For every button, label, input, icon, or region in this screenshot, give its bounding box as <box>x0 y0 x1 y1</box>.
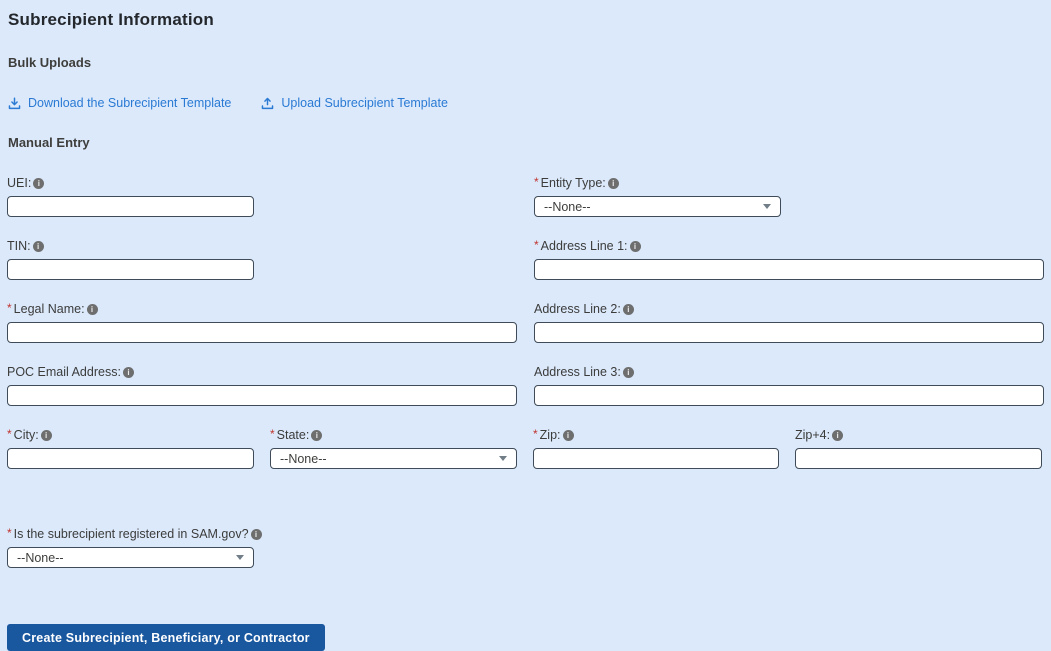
entity-type-field-block: * Entity Type: i --None-- <box>534 175 1044 217</box>
legal-name-field-block: * Legal Name: i <box>7 301 517 343</box>
info-icon[interactable]: i <box>40 429 52 441</box>
address-line-1-input[interactable] <box>534 259 1044 280</box>
tin-label: TIN: i <box>7 239 517 253</box>
poc-email-label: POC Email Address: i <box>7 365 517 379</box>
legal-name-label: * Legal Name: i <box>7 301 517 316</box>
address-line-1-label: * Address Line 1: i <box>534 238 1044 253</box>
entity-type-select[interactable]: --None-- <box>534 196 781 217</box>
sam-registered-field-block: * Is the subrecipient registered in SAM.… <box>7 526 1044 568</box>
city-field-block: * City: i <box>7 427 254 469</box>
tin-field-block: TIN: i <box>7 239 517 280</box>
chevron-down-icon <box>499 456 507 461</box>
required-marker: * <box>533 427 538 441</box>
state-field-block: * State: i --None-- <box>270 427 517 469</box>
city-label: * City: i <box>7 427 254 442</box>
info-icon[interactable]: i <box>607 177 619 189</box>
required-marker: * <box>270 427 275 441</box>
address-line-1-field-block: * Address Line 1: i <box>534 238 1044 280</box>
info-icon[interactable]: i <box>629 240 641 252</box>
upload-template-label: Upload Subrecipient Template <box>281 96 448 110</box>
create-subrecipient-button[interactable]: Create Subrecipient, Beneficiary, or Con… <box>7 624 325 651</box>
state-select[interactable]: --None-- <box>270 448 517 469</box>
city-input[interactable] <box>7 448 254 469</box>
zip-input[interactable] <box>533 448 779 469</box>
chevron-down-icon <box>763 204 771 209</box>
entity-type-selected-value: --None-- <box>544 199 591 214</box>
address-line-3-field-block: Address Line 3: i <box>534 365 1044 406</box>
page-title: Subrecipient Information <box>8 10 214 29</box>
required-marker: * <box>7 301 12 315</box>
info-icon[interactable]: i <box>32 240 44 252</box>
entity-type-label: * Entity Type: i <box>534 175 1044 190</box>
info-icon[interactable]: i <box>622 303 634 315</box>
manual-entry-form: UEI: i * Entity Type: i --None-- TIN: i <box>7 175 1044 406</box>
poc-email-field-block: POC Email Address: i <box>7 365 517 406</box>
address-line-2-label: Address Line 2: i <box>534 302 1044 316</box>
download-template-link[interactable]: Download the Subrecipient Template <box>8 96 231 110</box>
info-icon[interactable]: i <box>122 366 134 378</box>
poc-email-input[interactable] <box>7 385 517 406</box>
address-line-2-input[interactable] <box>534 322 1044 343</box>
manual-entry-heading: Manual Entry <box>8 135 90 150</box>
download-icon <box>8 96 21 110</box>
upload-template-link[interactable]: Upload Subrecipient Template <box>261 96 448 110</box>
zip-field-block: * Zip: i <box>533 427 779 469</box>
city-state-zip-row: * City: i * State: i --None-- * Zip: i <box>7 427 1044 469</box>
zip4-field-block: Zip+4: i <box>795 428 1042 469</box>
info-icon[interactable]: i <box>622 366 634 378</box>
uei-input[interactable] <box>7 196 254 217</box>
required-marker: * <box>534 238 539 252</box>
bulk-uploads-heading: Bulk Uploads <box>8 55 92 70</box>
download-template-label: Download the Subrecipient Template <box>28 96 232 110</box>
info-icon[interactable]: i <box>86 303 98 315</box>
uei-field-block: UEI: i <box>7 176 517 217</box>
required-marker: * <box>534 175 539 189</box>
state-label: * State: i <box>270 427 517 442</box>
zip-label: * Zip: i <box>533 427 779 442</box>
required-marker: * <box>7 526 12 540</box>
chevron-down-icon <box>236 555 244 560</box>
info-icon[interactable]: i <box>311 429 323 441</box>
zip4-input[interactable] <box>795 448 1042 469</box>
sam-registered-label: * Is the subrecipient registered in SAM.… <box>7 526 1044 541</box>
subrecipient-information-page: Subrecipient Information Bulk Uploads Do… <box>7 10 1044 651</box>
address-line-2-field-block: Address Line 2: i <box>534 302 1044 343</box>
state-selected-value: --None-- <box>280 451 327 466</box>
uei-label: UEI: i <box>7 176 517 190</box>
sam-registered-selected-value: --None-- <box>17 550 64 565</box>
address-line-3-label: Address Line 3: i <box>534 365 1044 379</box>
sam-registered-select[interactable]: --None-- <box>7 547 254 568</box>
required-marker: * <box>7 427 12 441</box>
upload-icon <box>261 97 274 110</box>
bulk-uploads-links: Download the Subrecipient Template Uploa… <box>8 96 1044 110</box>
info-icon[interactable]: i <box>562 429 574 441</box>
legal-name-input[interactable] <box>7 322 517 343</box>
info-icon[interactable]: i <box>33 177 45 189</box>
info-icon[interactable]: i <box>832 429 844 441</box>
tin-input[interactable] <box>7 259 254 280</box>
address-line-3-input[interactable] <box>534 385 1044 406</box>
info-icon[interactable]: i <box>250 528 262 540</box>
zip4-label: Zip+4: i <box>795 428 1042 442</box>
